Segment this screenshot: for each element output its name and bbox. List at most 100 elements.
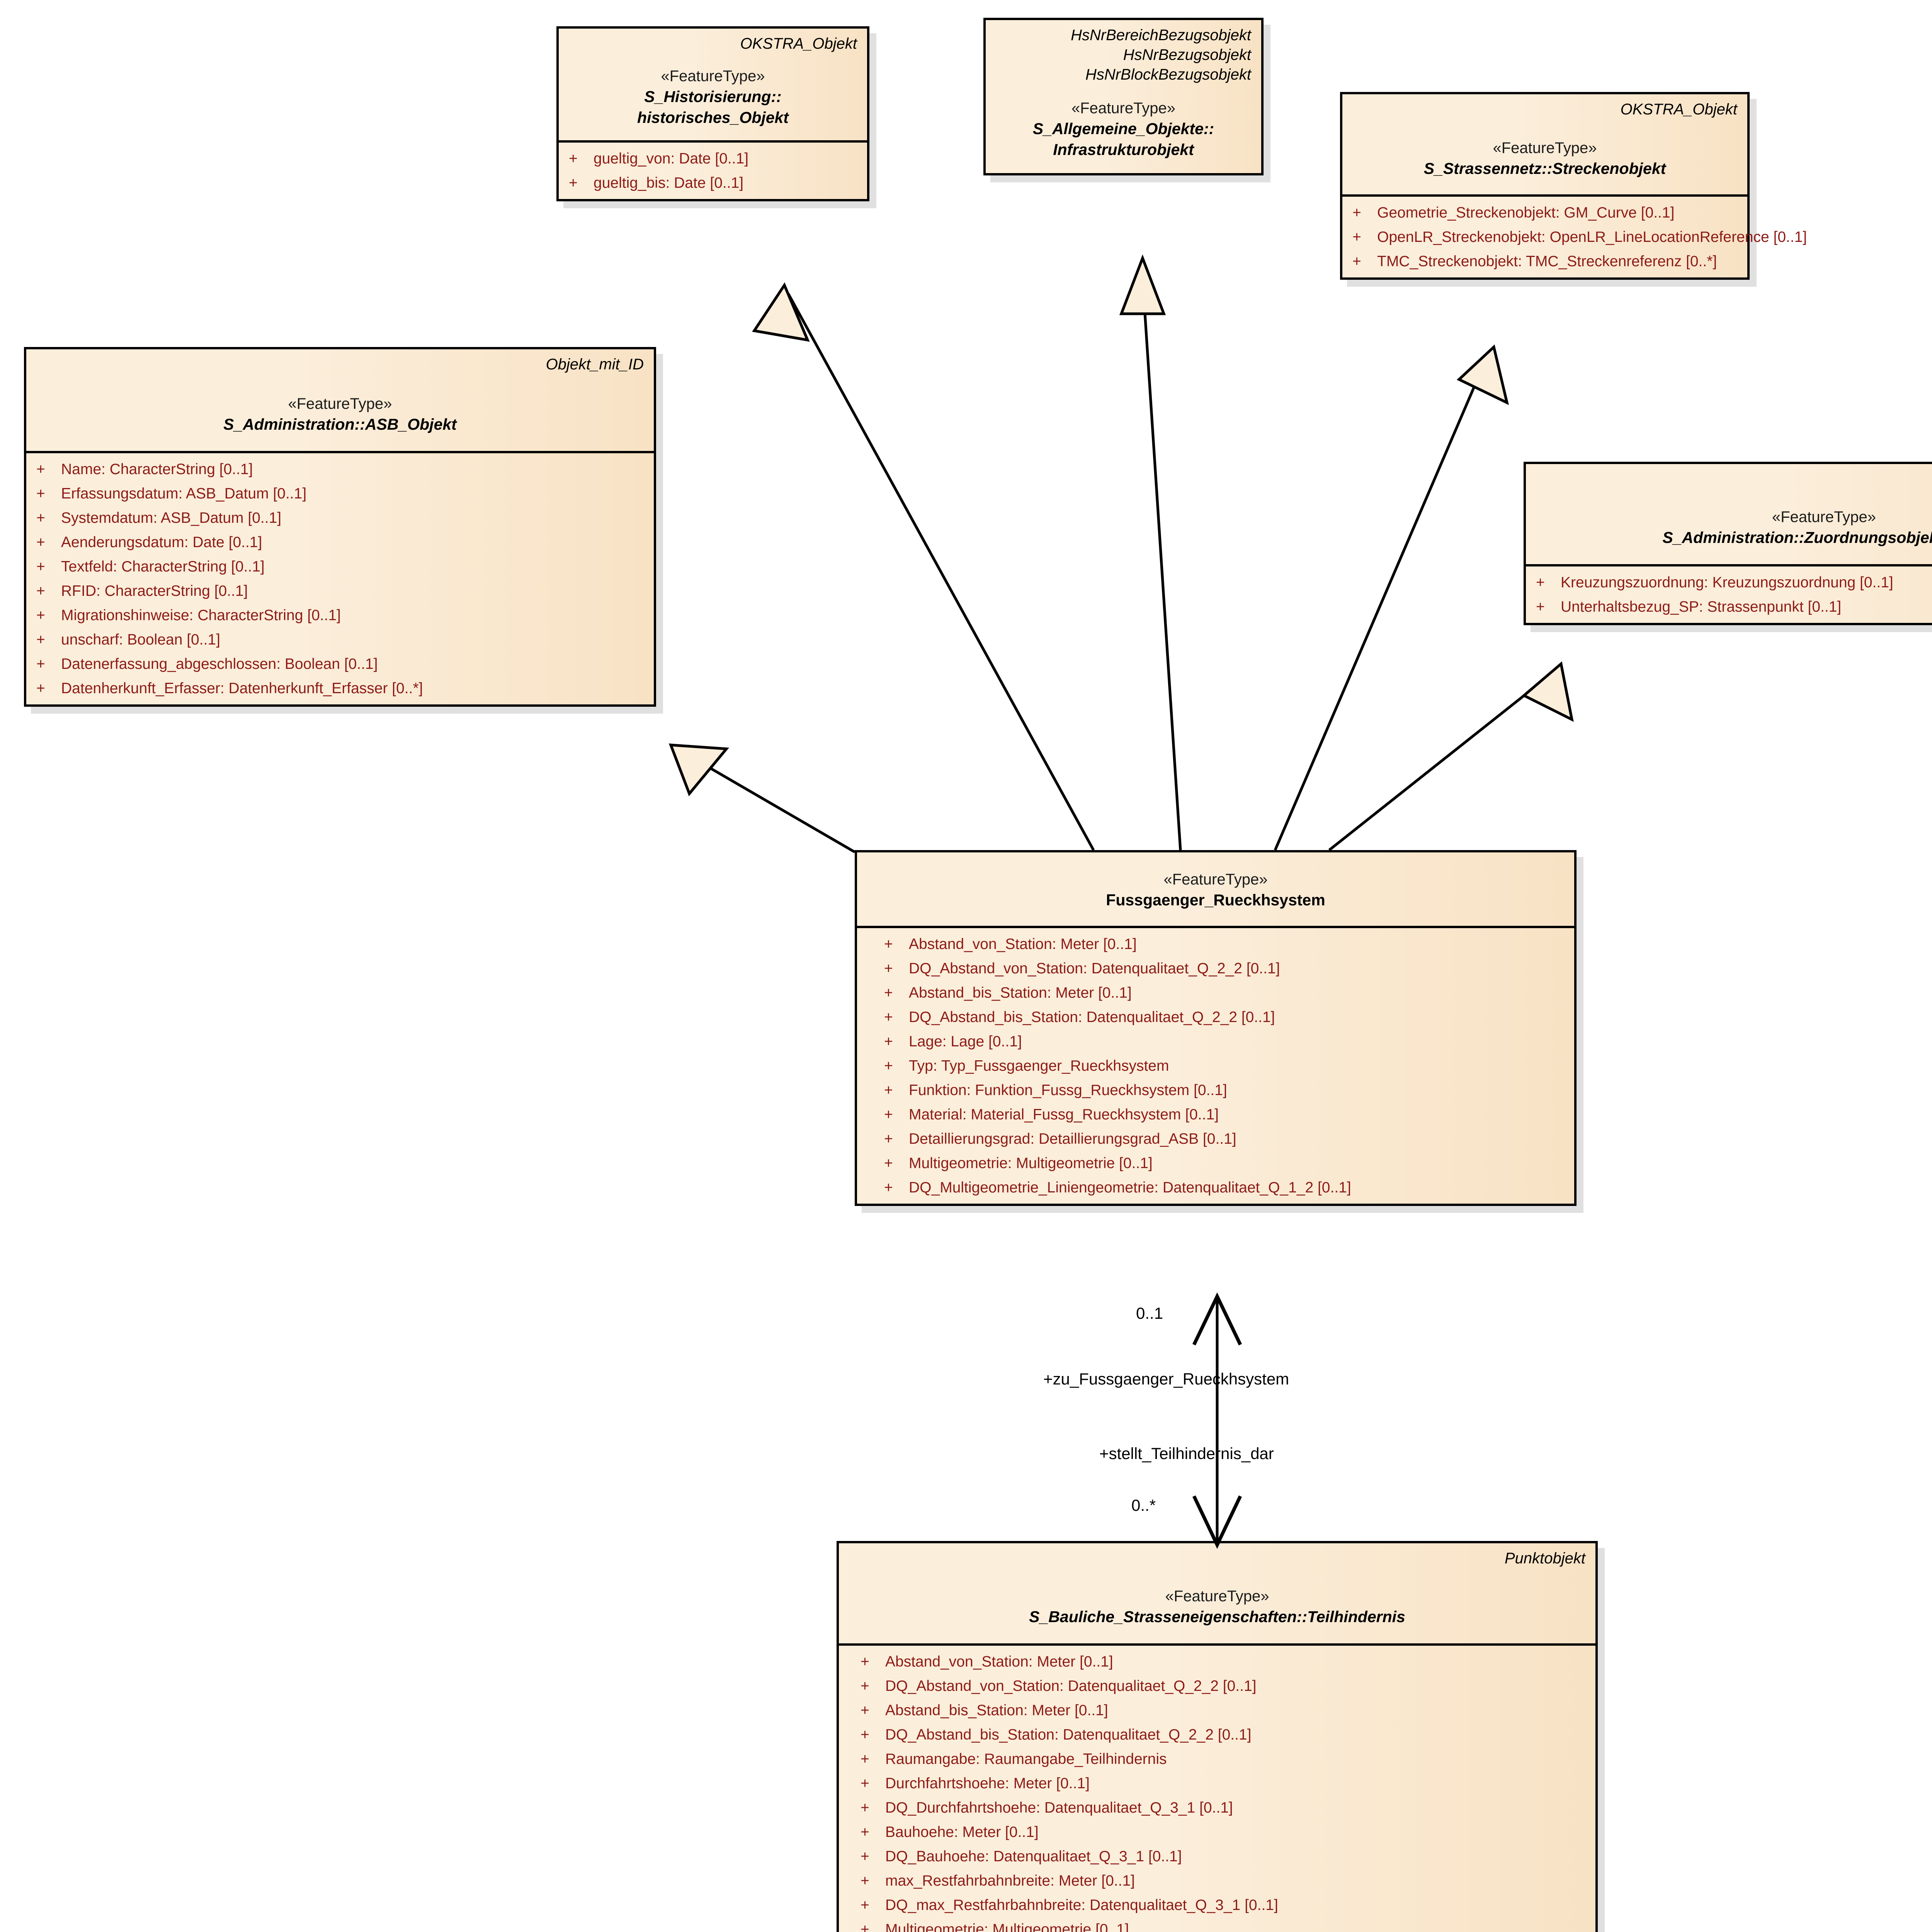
attribute-row: + gueltig_bis: Date [0..1] (569, 175, 863, 190)
attribute-visibility: + (884, 1155, 893, 1172)
attribute-text: Detaillierungsgrad: Detaillierungsgrad_A… (909, 1131, 1236, 1148)
class-infrastrukturobjekt[interactable]: HsNrBereichBezugsobjekt HsNrBezugsobjekt… (983, 18, 1264, 175)
attribute-visibility: + (1352, 253, 1361, 270)
attribute-visibility: + (1536, 574, 1545, 591)
class-qualifier: OKSTRA_Objekt (1536, 469, 1932, 489)
attribute-visibility: + (884, 1131, 893, 1148)
class-zuordnungsobjekt-asb[interactable]: OKSTRA_Objekt «FeatureType» S_Administra… (1524, 462, 1932, 626)
attribute-text: Kreuzungszuordnung: Kreuzungszuordnung [… (1561, 574, 1893, 591)
attribute-row: + Funktion: Funktion_Fussg_Rueckhsystem … (884, 1083, 1570, 1098)
attribute-visibility: + (36, 631, 45, 648)
attribute-row: + Abstand_bis_Station: Meter [0..1] (861, 1703, 1592, 1718)
class-alias-hsnrbezugsobjekt: HsNrBezugsobjekt (1123, 46, 1251, 64)
attribute-row: + DQ_Abstand_von_Station: Datenqualitaet… (884, 961, 1570, 976)
attribute-text: DQ_Abstand_von_Station: Datenqualitaet_Q… (885, 1678, 1257, 1695)
attribute-text: max_Restfahrbahnbreite: Meter [0..1] (885, 1872, 1135, 1889)
attribute-visibility: + (861, 1824, 869, 1841)
class-stereotype: «FeatureType» (661, 68, 765, 85)
class-stereotype: «FeatureType» (1493, 139, 1597, 157)
attribute-text: DQ_Bauhoehe: Datenqualitaet_Q_3_1 [0..1] (885, 1848, 1182, 1865)
class-attributes-streckenobjekt: + Geometrie_Streckenobjekt: GM_Curve [0.… (1342, 197, 1807, 277)
attribute-text: Durchfahrtshoehe: Meter [0..1] (885, 1775, 1090, 1792)
attribute-visibility: + (861, 1775, 869, 1792)
class-name: Fussgaenger_Rueckhsystem (1106, 891, 1325, 909)
attribute-row: + DQ_Multigeometrie_Liniengeometrie: Dat… (884, 1180, 1570, 1195)
attribute-row: + Erfassungsdatum: ASB_Datum [0..1] (36, 486, 650, 501)
generalization-line-infrastrukturobjekt (1140, 266, 1182, 850)
attribute-text: Multigeometrie: Multigeometrie [0..1] (885, 1921, 1129, 1932)
attribute-row: + Material: Material_Fussg_Rueckhsystem … (884, 1107, 1570, 1122)
attribute-visibility: + (861, 1799, 869, 1816)
attribute-row: + Datenherkunft_Erfasser: Datenherkunft_… (36, 681, 650, 696)
attribute-row: + OpenLR_Streckenobjekt: OpenLR_LineLoca… (1352, 229, 1807, 246)
generalization-arrowhead-historisches-objekt (752, 282, 810, 342)
attribute-text: Erfassungsdatum: ASB_Datum [0..1] (61, 485, 307, 502)
class-historisches-objekt[interactable]: OKSTRA_Objekt «FeatureType» S_Historisie… (556, 26, 869, 202)
class-alias-hsnrbereichbezugsobjekt: HsNrBereichBezugsobjekt (1071, 27, 1251, 44)
attribute-visibility: + (36, 656, 45, 673)
class-qualifier: OKSTRA_Objekt (740, 35, 857, 52)
class-name-line2: Infrastrukturobjekt (1053, 140, 1194, 158)
class-streckenobjekt[interactable]: OKSTRA_Objekt «FeatureType» S_Strassenne… (1340, 92, 1807, 280)
class-asb-objekt[interactable]: Objekt_mit_ID «FeatureType» S_Administra… (24, 347, 656, 707)
attribute-row: + Kreuzungszuordnung: Kreuzungszuordnung… (1536, 575, 1932, 590)
attribute-visibility: + (569, 175, 578, 192)
class-fussgaenger-rueckhsystem[interactable]: «FeatureType» Fussgaenger_Rueckhsystem +… (855, 850, 1577, 1206)
attribute-row: + Durchfahrtshoehe: Meter [0..1] (861, 1776, 1592, 1791)
attribute-row: + RFID: CharacterString [0..1] (36, 583, 650, 599)
attribute-row: + DQ_Bauhoehe: Datenqualitaet_Q_3_1 [0..… (861, 1849, 1592, 1864)
class-header-fussgaenger-rueckhsystem: «FeatureType» Fussgaenger_Rueckhsystem (857, 852, 1574, 929)
attribute-text: Systemdatum: ASB_Datum [0..1] (61, 510, 282, 527)
class-header-streckenobjekt: OKSTRA_Objekt «FeatureType» S_Strassenne… (1342, 94, 1747, 197)
class-attributes-teilhindernis: + Abstand_von_Station: Meter [0..1] + DQ… (839, 1646, 1595, 1932)
attribute-row: + Migrationshinweise: CharacterString [0… (36, 608, 650, 623)
attribute-text: Multigeometrie: Multigeometrie [0..1] (909, 1155, 1153, 1172)
attribute-visibility: + (1536, 599, 1545, 616)
generalization-line-asb-objekt (691, 756, 855, 854)
attribute-text: Typ: Typ_Fussgaenger_Rueckhsystem (909, 1058, 1169, 1075)
association-upper-multiplicity: 0..1 (1136, 1304, 1163, 1322)
generalization-line-streckenobjekt (1274, 355, 1489, 851)
attribute-row: + Aenderungsdatum: Date [0..1] (36, 535, 650, 550)
attribute-visibility: + (884, 1058, 893, 1075)
attribute-visibility: + (36, 680, 45, 697)
attribute-visibility: + (861, 1726, 869, 1743)
generalization-arrowhead-streckenobjekt (1456, 344, 1509, 405)
attribute-visibility: + (1352, 229, 1361, 246)
generalization-arrowhead-zuordnungsobjekt-asb (1521, 661, 1574, 722)
attribute-row: + Multigeometrie: Multigeometrie [0..1] (884, 1156, 1570, 1171)
attribute-visibility: + (36, 558, 45, 575)
attribute-text: Geometrie_Streckenobjekt: GM_Curve [0..1… (1377, 204, 1675, 221)
attribute-visibility: + (884, 936, 893, 953)
attribute-text: Bauhoehe: Meter [0..1] (885, 1824, 1039, 1841)
generalization-line-zuordnungsobjekt-asb (1328, 671, 1554, 851)
class-stereotype: «FeatureType» (1772, 509, 1876, 526)
attribute-visibility: + (36, 461, 45, 478)
attribute-text: gueltig_von: Date [0..1] (594, 150, 749, 167)
class-name: S_Administration::Zuordnungsobjekt_ASB (1662, 529, 1932, 547)
class-header-zuordnungsobjekt-asb: OKSTRA_Objekt «FeatureType» S_Administra… (1526, 464, 1932, 567)
class-header-teilhindernis: Punktobjekt «FeatureType» S_Bauliche_Str… (839, 1543, 1595, 1646)
attribute-row: + Geometrie_Streckenobjekt: GM_Curve [0.… (1352, 205, 1743, 220)
attribute-row: + max_Restfahrbahnbreite: Meter [0..1] (861, 1873, 1592, 1888)
attribute-visibility: + (884, 1082, 893, 1099)
attribute-row: + gueltig_von: Date [0..1] (569, 151, 863, 166)
attribute-text: Name: CharacterString [0..1] (61, 461, 253, 478)
class-stereotype: «FeatureType» (1163, 871, 1268, 888)
attribute-row: + unscharf: Boolean [0..1] (36, 632, 650, 647)
class-qualifier: Objekt_mit_ID (546, 356, 644, 373)
attribute-text: DQ_Abstand_bis_Station: Datenqualitaet_Q… (885, 1726, 1252, 1743)
generalization-arrowhead-infrastrukturobjekt (1119, 254, 1166, 315)
attribute-text: unscharf: Boolean [0..1] (61, 631, 220, 648)
class-teilhindernis[interactable]: Punktobjekt «FeatureType» S_Bauliche_Str… (837, 1541, 1598, 1932)
attribute-row: + DQ_max_Restfahrbahnbreite: Datenqualit… (861, 1898, 1592, 1913)
attribute-row: + Unterhaltsbezug_SP: Strassenpunkt [0..… (1536, 599, 1932, 614)
class-header-infrastrukturobjekt: HsNrBereichBezugsobjekt HsNrBezugsobjekt… (986, 20, 1261, 173)
attribute-row: + Lage: Lage [0..1] (884, 1034, 1570, 1049)
attribute-text: DQ_Abstand_von_Station: Datenqualitaet_Q… (909, 960, 1280, 977)
class-name-line2: historisches_Objekt (637, 109, 789, 127)
class-name: S_Bauliche_Strasseneigenschaften::Teilhi… (1029, 1608, 1405, 1626)
class-name-line1: S_Allgemeine_Objekte:: (1032, 119, 1214, 138)
attribute-row: + Systemdatum: ASB_Datum [0..1] (36, 510, 650, 526)
